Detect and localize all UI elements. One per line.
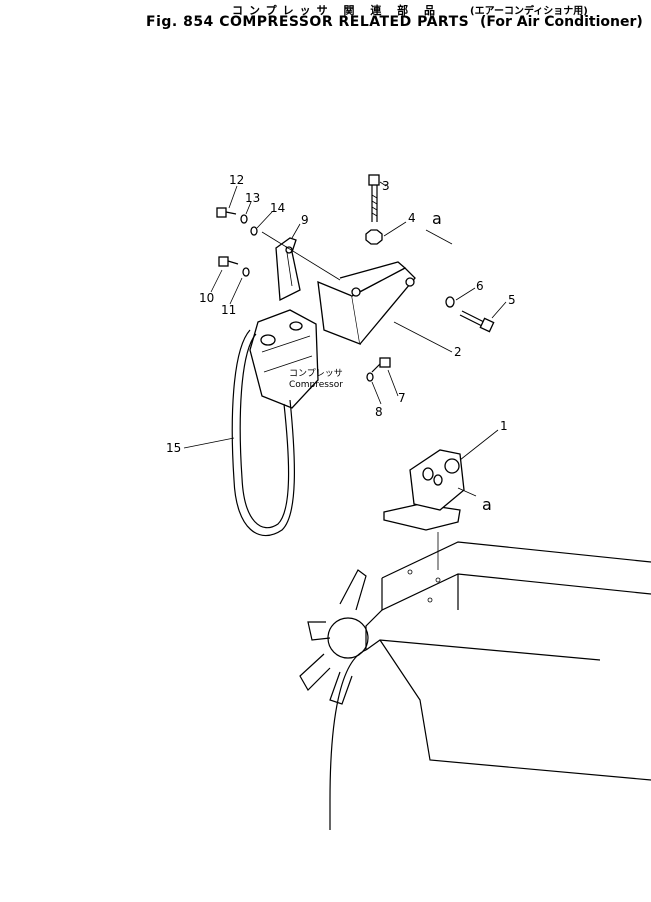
- part-washer-13: [240, 214, 248, 224]
- callout-15: 15: [166, 441, 181, 455]
- figure-number: Fig. 854: [146, 14, 214, 30]
- callout-a-top: a: [432, 209, 442, 228]
- v-belt-15: [231, 329, 296, 537]
- part-bolt-12: [216, 207, 237, 218]
- callout-1: 1: [500, 419, 508, 433]
- callout-5: 5: [508, 293, 516, 307]
- figure-subtitle: (For Air Conditioner): [480, 14, 643, 30]
- part-bolt-5: [459, 310, 495, 333]
- callout-13: 13: [245, 191, 260, 205]
- part-washer-14: [250, 226, 258, 236]
- compressor-label-jp: コンプレッサ: [289, 368, 343, 379]
- callout-10: 10: [199, 291, 214, 305]
- part-bracket-2: [317, 261, 416, 346]
- callout-2: 2: [454, 345, 462, 359]
- part-bolt-3: [368, 174, 380, 222]
- part-bracket-1: [383, 449, 465, 531]
- part-bracket-9: [275, 237, 301, 302]
- callout-7: 7: [398, 391, 406, 405]
- callout-11: 11: [221, 303, 236, 317]
- callout-9: 9: [301, 213, 309, 227]
- part-washer-11: [242, 267, 250, 277]
- part-bolt-7: [371, 357, 391, 373]
- callout-8: 8: [375, 405, 383, 419]
- cooling-fan: [299, 569, 369, 705]
- title-japanese-sub: (エアーコンディショナ用): [470, 6, 588, 17]
- leader-lines: [183, 181, 507, 570]
- part-nut-4: [365, 229, 383, 245]
- part-bolt-10: [218, 256, 239, 267]
- part-washer-8: [366, 372, 374, 382]
- part-washer-6: [445, 296, 455, 308]
- figure-title-text: COMPRESSOR RELATED PARTS: [219, 14, 470, 30]
- compressor: [249, 309, 319, 409]
- callout-12: 12: [229, 173, 244, 187]
- callout-14: 14: [270, 201, 285, 215]
- callout-3: 3: [382, 179, 390, 193]
- callout-a-bottom: a: [482, 495, 492, 514]
- callout-4: 4: [408, 211, 416, 225]
- title-japanese: コンプレッサ 関 連 部 品: [232, 4, 441, 17]
- compressor-label-en: Compressor: [289, 380, 343, 390]
- figure-title: Fig. 854 COMPRESSOR RELATED PARTS: [146, 14, 469, 30]
- callout-6: 6: [476, 279, 484, 293]
- engine-block: [329, 541, 651, 830]
